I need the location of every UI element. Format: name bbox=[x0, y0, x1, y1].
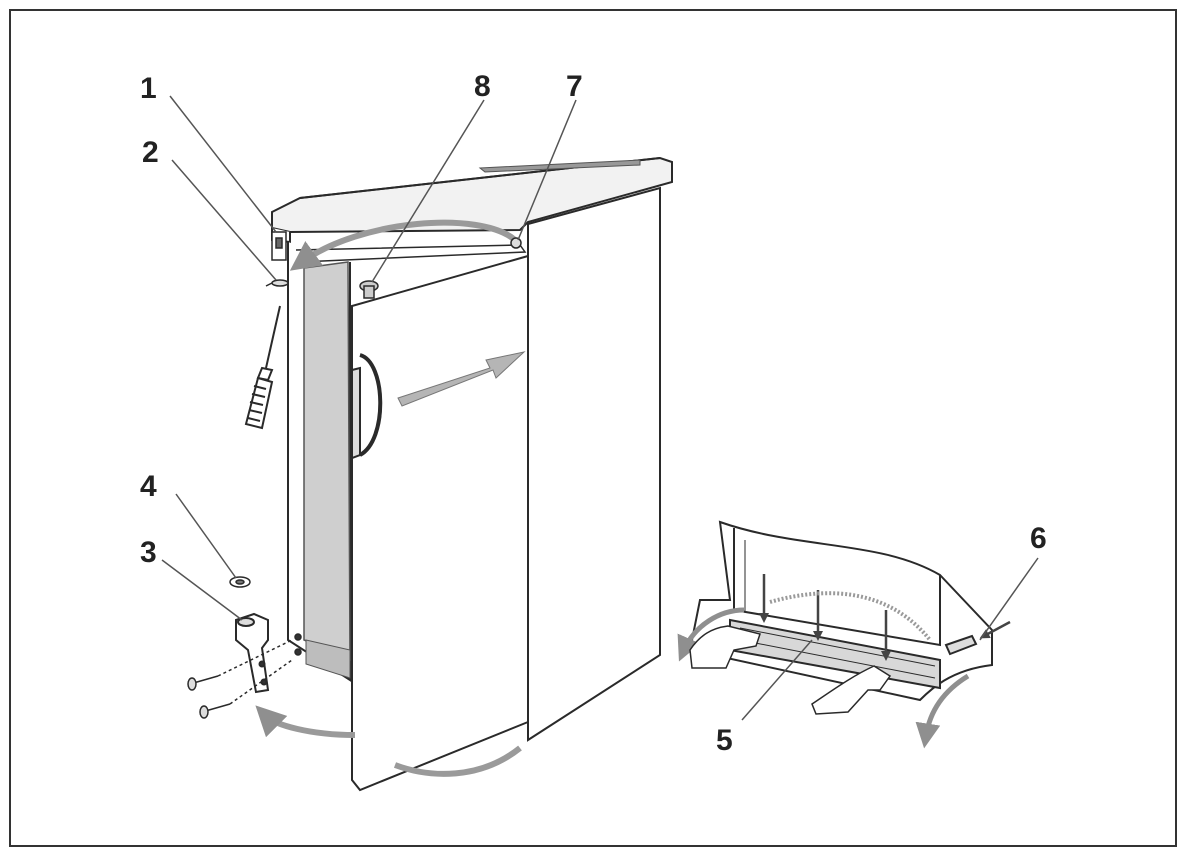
leader-1 bbox=[169, 95, 277, 233]
washer-icon bbox=[229, 576, 251, 588]
callout-7: 7 bbox=[566, 70, 583, 103]
callout-6: 6 bbox=[1030, 522, 1047, 555]
top-hinge-cover bbox=[271, 231, 287, 261]
leader-4 bbox=[175, 493, 237, 579]
plinth-down-arrows bbox=[759, 574, 1011, 661]
leader-lines bbox=[161, 95, 1039, 721]
bottom-door-arrow-icon bbox=[393, 745, 522, 777]
leader-8 bbox=[371, 99, 485, 283]
callout-2: 2 bbox=[142, 136, 159, 169]
leader-5 bbox=[741, 639, 813, 721]
leader-7 bbox=[517, 99, 577, 241]
callout-3: 3 bbox=[140, 536, 157, 569]
leader-6 bbox=[979, 557, 1039, 641]
bottom-curved-arrow-icon bbox=[255, 705, 356, 738]
callout-4: 4 bbox=[140, 470, 157, 503]
leader-3 bbox=[161, 559, 243, 621]
callout-1: 1 bbox=[140, 72, 157, 105]
leader-2 bbox=[171, 159, 277, 281]
top-hinge-pin bbox=[359, 280, 379, 299]
plinth-top-arrow-icon bbox=[769, 591, 932, 642]
bottom-screws bbox=[187, 633, 302, 719]
callout-8: 8 bbox=[474, 70, 491, 103]
top-hinge-right bbox=[510, 237, 522, 249]
plinth-left-arrow-icon bbox=[677, 607, 745, 662]
callout-5: 5 bbox=[716, 724, 733, 757]
plinth-right-arrow-icon bbox=[915, 673, 970, 749]
screw-icon bbox=[265, 279, 289, 287]
door-slide-arrow-icon bbox=[397, 351, 526, 407]
screwdriver-icon bbox=[244, 305, 281, 430]
refrigerator-cabinet bbox=[271, 156, 673, 792]
hand-icon bbox=[689, 625, 892, 715]
door-handle bbox=[351, 353, 383, 460]
top-curved-arrow-icon bbox=[289, 219, 517, 271]
